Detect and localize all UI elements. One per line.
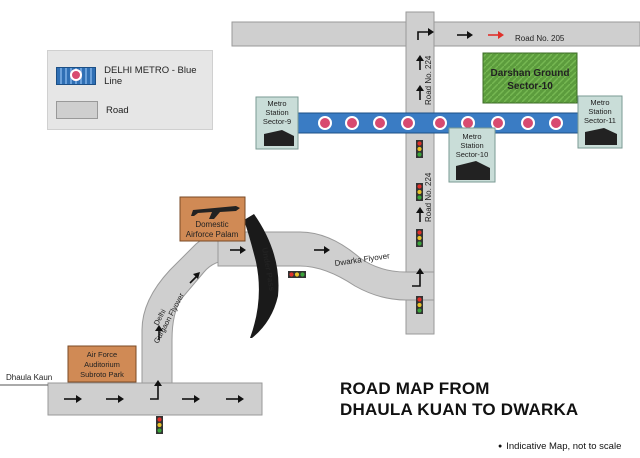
legend: DELHI METRO - Blue Line Road <box>47 50 213 130</box>
station-10-line3: Sector-10 <box>456 150 489 159</box>
arrow-up-icon <box>416 55 424 70</box>
station-11-line3: Sector-11 <box>584 116 616 125</box>
auditorium-line1: Air Force <box>87 350 117 359</box>
station-building-icon <box>264 130 294 146</box>
auditorium-line2: Auditorium <box>84 360 120 369</box>
metro-blue-line <box>291 112 583 134</box>
direction-arrows <box>64 28 473 403</box>
arrow-right-icon <box>457 31 473 39</box>
airforce-line2: Airforce Palam <box>186 230 239 239</box>
darshan-ground: Darshan Ground Sector-10 <box>482 52 578 104</box>
arrow-right-icon <box>226 395 244 403</box>
metro-dot-icon <box>549 116 563 130</box>
metro-dot-icon <box>318 116 332 130</box>
domestic-airforce-palam: Domestic Airforce Palam <box>179 196 246 242</box>
metro-station-sector-9: Metro Station Sector-9 <box>255 96 299 150</box>
arrow-right-icon <box>182 395 200 403</box>
arrow-up-icon <box>155 325 163 340</box>
arrow-up-right-icon <box>189 272 200 284</box>
arrow-right-icon <box>106 395 124 403</box>
station-11-line1: Metro <box>590 98 609 107</box>
traffic-light-icon <box>156 416 163 434</box>
scale-note: Indicative Map, not to scale <box>498 441 621 452</box>
metro-dot-icon <box>433 116 447 130</box>
turn-up-arrow-icon <box>412 268 424 287</box>
road-swatch-icon <box>56 101 98 119</box>
arrow-right-icon <box>314 246 330 254</box>
metro-dot-icon <box>521 116 535 130</box>
legend-road-row: Road <box>56 101 129 119</box>
auditorium-line3: Subroto Park <box>80 370 124 379</box>
metro-dot-icon <box>461 116 475 130</box>
road-205 <box>231 21 640 47</box>
traffic-light-icon <box>416 296 423 314</box>
turn-right-arrow-icon <box>417 28 434 40</box>
arrow-up-icon <box>416 207 424 222</box>
metro-swatch-icon <box>56 67 97 85</box>
traffic-light-icon <box>416 229 423 247</box>
metro-dot-icon <box>401 116 415 130</box>
station-9-line2: Station <box>265 108 288 117</box>
road-224-upper-label: Road No. 224 <box>424 55 433 105</box>
dhaula-kaun-label: Dhaula Kaun <box>6 373 52 382</box>
arrow-up-icon <box>416 85 424 100</box>
station-10-line1: Metro <box>462 132 481 141</box>
airplane-icon <box>191 206 240 219</box>
legend-metro-row: DELHI METRO - Blue Line <box>56 65 212 87</box>
arrow-right-icon <box>230 246 246 254</box>
station-building-icon <box>456 161 490 180</box>
arrow-right-icon <box>64 395 82 403</box>
air-force-auditorium: Air Force Auditorium Subroto Park <box>67 345 137 383</box>
title-line2: DHAULA KUAN TO DWARKA <box>340 400 579 419</box>
under-pass <box>244 214 279 338</box>
title-line1: ROAD MAP FROM <box>340 379 490 398</box>
metro-station-sector-10: Metro Station Sector-10 <box>448 127 496 183</box>
station-building-icon <box>585 128 617 145</box>
traffic-light-icon <box>288 271 306 278</box>
metro-station-sector-11: Metro Station Sector-11 <box>577 95 623 149</box>
station-11-line2: Station <box>588 107 611 116</box>
airforce-line1: Domestic <box>195 220 228 229</box>
road-dwarka-flyover <box>217 231 435 301</box>
station-9-line1: Metro <box>267 99 286 108</box>
road-224-lower-label: Road No. 224 <box>424 172 433 222</box>
traffic-light-icon <box>416 140 423 158</box>
station-9-line3: Sector-9 <box>263 117 291 126</box>
legend-road-label: Road <box>106 104 129 116</box>
metro-dot-icon <box>373 116 387 130</box>
road-205-label: Road No. 205 <box>515 34 565 43</box>
map-title: ROAD MAP FROM DHAULA KUAN TO DWARKA <box>340 378 578 420</box>
metro-dot-icon <box>345 116 359 130</box>
darshan-ground-line2: Sector-10 <box>507 81 553 92</box>
darshan-ground-line1: Darshan Ground <box>491 68 570 79</box>
traffic-light-icon <box>416 183 423 201</box>
legend-metro-label: DELHI METRO - Blue Line <box>104 65 197 87</box>
traffic-lights <box>156 140 423 434</box>
turn-up-arrow-icon <box>150 380 162 400</box>
arrow-right-red-icon <box>488 31 504 39</box>
station-10-line2: Station <box>460 141 483 150</box>
metro-dot-icon <box>491 116 505 130</box>
